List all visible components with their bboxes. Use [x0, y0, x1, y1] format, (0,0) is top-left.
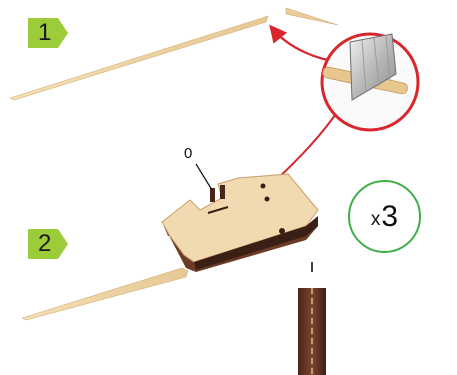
- skewer-step-2: [22, 268, 188, 320]
- quantity-badge: x 3: [348, 180, 421, 253]
- quantity-value: 3: [381, 200, 398, 234]
- blade-cutter-icon: [322, 34, 418, 130]
- part-callout-label: 0: [184, 145, 192, 162]
- quantity-prefix: x: [371, 209, 381, 231]
- callout-leader: [196, 164, 212, 190]
- wood-plate: [162, 174, 318, 272]
- wood-post: [298, 262, 326, 375]
- cut-tip-piece: [286, 8, 338, 25]
